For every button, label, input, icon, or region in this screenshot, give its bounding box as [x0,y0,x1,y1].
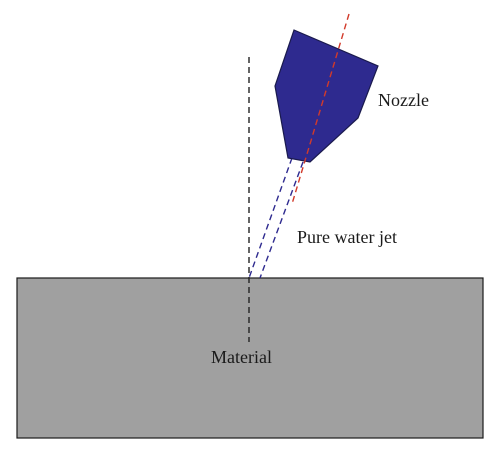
material-label: Material [211,347,272,367]
water-jet-label: Pure water jet [297,227,397,247]
water-jet-left-line [248,157,293,279]
nozzle-axis-line [291,13,350,205]
material-block [16,277,484,439]
nozzle-label: Nozzle [378,90,429,110]
water-jet-right-line [259,161,304,279]
nozzle-shape [274,29,379,163]
